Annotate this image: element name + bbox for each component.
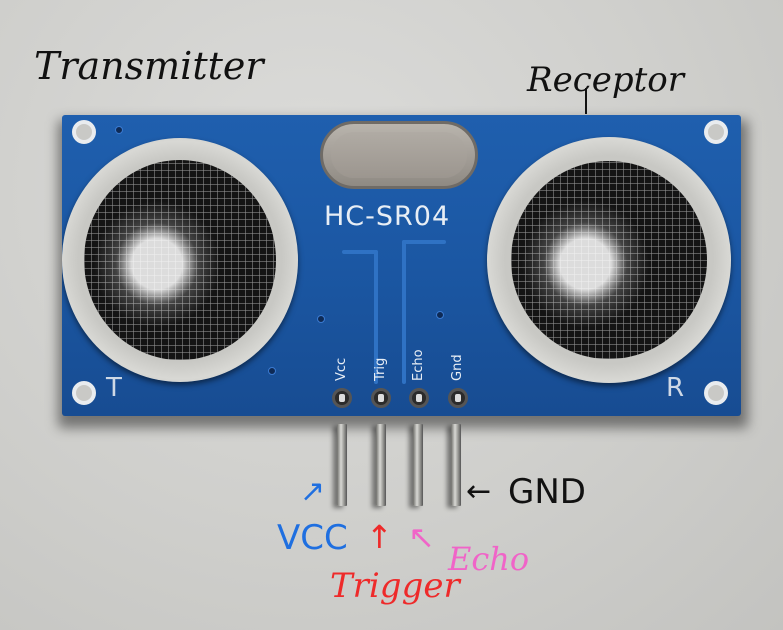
pin-label-trig: Trig	[373, 357, 388, 381]
mounting-hole-top-left	[72, 120, 96, 144]
transmitter-mesh	[84, 160, 276, 360]
via	[436, 311, 444, 319]
receptor-pointer-line	[585, 88, 587, 114]
crystal-top	[331, 132, 467, 178]
via	[115, 126, 123, 134]
vcc-annotation: VCC	[277, 518, 348, 558]
mounting-hole-bottom-right	[704, 381, 728, 405]
pin-gnd	[451, 424, 461, 506]
receptor-ring	[487, 137, 731, 383]
sensor-board: HC-SR04 T R Vcc Trig Echo Gnd	[62, 115, 741, 416]
pin-vcc	[337, 424, 347, 506]
transmitter-corner-label: T	[106, 373, 122, 403]
pad-gnd	[448, 388, 468, 408]
pad-echo	[409, 388, 429, 408]
pin-label-gnd: Gnd	[450, 354, 465, 381]
receptor-annotation: Receptor	[527, 60, 685, 100]
receptor-corner-label: R	[666, 373, 685, 403]
transmitter-ring	[62, 138, 298, 382]
trigger-annotation: Trigger	[330, 566, 460, 606]
via	[317, 315, 325, 323]
pad-trig	[371, 388, 391, 408]
pin-trig	[376, 424, 386, 506]
vcc-arrow-icon: ↗	[300, 474, 326, 509]
pcb-trace	[342, 250, 378, 254]
trigger-arrow-icon: ↑	[366, 518, 393, 556]
pcb-trace	[402, 240, 406, 384]
gnd-annotation: GND	[508, 472, 586, 512]
mounting-hole-bottom-left	[72, 381, 96, 405]
mounting-hole-top-right	[704, 120, 728, 144]
pcb-trace	[402, 240, 446, 244]
transmitter-annotation: Transmitter	[34, 44, 264, 88]
pin-echo	[413, 424, 423, 506]
receptor-mesh	[511, 161, 707, 359]
pad-vcc	[332, 388, 352, 408]
echo-arrow-icon: ↖	[408, 518, 435, 556]
echo-annotation: Echo	[448, 540, 530, 578]
model-label: HC-SR04	[324, 201, 451, 232]
via	[268, 367, 276, 375]
pin-label-vcc: Vcc	[334, 357, 349, 381]
crystal-oscillator	[320, 121, 478, 189]
gnd-arrow-icon: ←	[466, 474, 492, 509]
pin-label-echo: Echo	[411, 349, 426, 381]
